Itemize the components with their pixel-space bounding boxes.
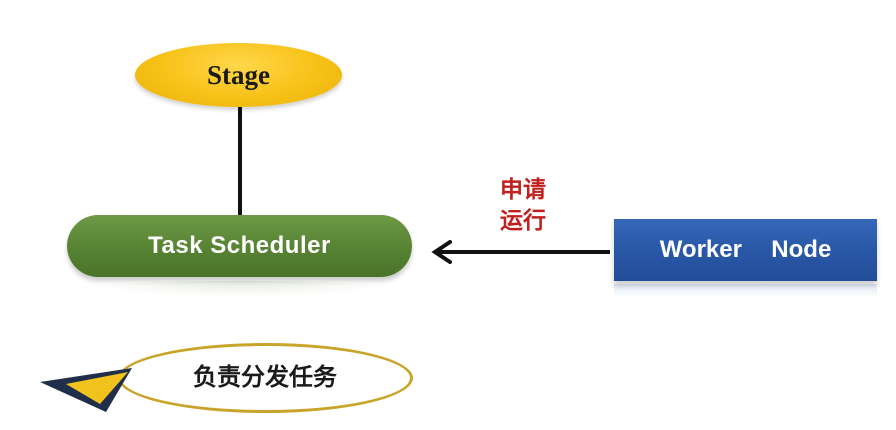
arrow-head [431,240,452,264]
note-label: 负责分发任务 [193,363,337,391]
stage-label: Stage [207,59,270,90]
worker-node-label: Worker Node [659,236,832,263]
pencil-highlight-icon [66,372,128,404]
stage-node: Stage [135,43,342,107]
request-label-line-1: 申请 [500,177,546,203]
task-scheduler-reflection [80,281,400,297]
worker-node: Worker Node [614,219,877,281]
pencil-icon [40,368,132,412]
note-ellipse [118,343,413,413]
task-scheduler-label: Task Scheduler [148,232,331,259]
worker-to-scheduler-arrow [431,240,610,264]
request-label-line-2: 运行 [500,208,546,234]
stage-to-scheduler-line [238,107,242,217]
task-scheduler-node: Task Scheduler [67,215,412,277]
request-run-label: 申请 运行 [488,175,558,237]
worker-node-reflection [614,284,877,298]
